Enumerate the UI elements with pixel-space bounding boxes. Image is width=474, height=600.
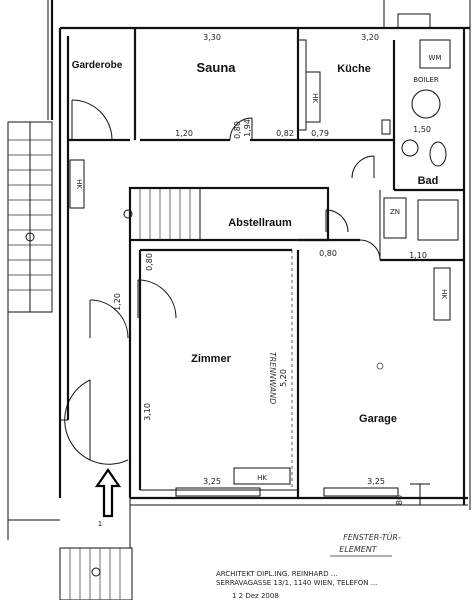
bottom-steps bbox=[59, 498, 133, 600]
windows bbox=[175, 483, 430, 505]
room-zimmer: Zimmer bbox=[191, 353, 231, 365]
dim-sauna-width: 3,30 bbox=[203, 33, 221, 42]
boiler-label: BOILER bbox=[413, 76, 439, 84]
hk-zimmer-label: HK bbox=[257, 474, 267, 482]
door-swings bbox=[64, 99, 381, 465]
annotation-fenster: FENSTER-TÜR- bbox=[343, 532, 401, 542]
stamp-line-2: SERRAVAGASSE 13/1, 1140 WIEN, TELEFON ..… bbox=[216, 579, 377, 587]
room-labels: Garderobe Sauna Küche Bad Abstellraum Zi… bbox=[72, 60, 439, 425]
dim-3: 0,82 bbox=[276, 129, 294, 138]
washing-machine-label: WM bbox=[429, 54, 442, 62]
fenster-annotation: FENSTER-TÜR- ELEMENT 1 bbox=[98, 520, 401, 557]
stamp-line-3: 1 2 Dez 2008 bbox=[232, 592, 279, 600]
dim-7: 0,80 bbox=[319, 249, 337, 258]
room-bad: Bad bbox=[418, 175, 439, 187]
dim-6: 0,80 bbox=[145, 253, 154, 271]
interior-stairs bbox=[123, 186, 330, 242]
entrance-mark: 1 bbox=[98, 520, 102, 528]
room-abstellraum: Abstellraum bbox=[228, 217, 292, 229]
dim-5: 1,50 bbox=[413, 125, 431, 134]
dim-zimmer-bottom: 3,25 bbox=[203, 477, 221, 486]
dimensions: 3,30 3,20 1,20 0,80 1,94 0,82 0,79 1,50 … bbox=[113, 33, 431, 505]
dim-1: 1,20 bbox=[175, 129, 193, 138]
upper-partitions bbox=[68, 28, 464, 192]
room-garage: Garage bbox=[359, 413, 397, 425]
label-trennwand: TRENNWAND bbox=[268, 352, 277, 405]
hk-kueche-label: HK bbox=[311, 93, 319, 103]
dim-8: 1,10 bbox=[409, 251, 427, 260]
dim-2: 0,80 bbox=[233, 121, 242, 139]
dim-10: 3,10 bbox=[143, 403, 152, 421]
dim-4: 0,79 bbox=[311, 129, 329, 138]
architect-stamp: ARCHITEKT DIPL.ING. REINHARD ... SERRAVA… bbox=[216, 570, 377, 600]
fixtures: WM BOILER ZN HK HK HK HK bbox=[69, 39, 459, 485]
room-kueche: Küche bbox=[337, 63, 371, 75]
hk-garage-label: HK bbox=[440, 289, 448, 299]
dim-11: 80 bbox=[395, 495, 404, 505]
dim-kueche-width: 3,20 bbox=[361, 33, 379, 42]
room-sauna: Sauna bbox=[196, 60, 236, 75]
room-garderobe: Garderobe bbox=[72, 60, 123, 71]
dim-garage-bottom: 3,25 bbox=[367, 477, 385, 486]
exterior-stairs bbox=[7, 121, 60, 540]
stamp-line-1: ARCHITEKT DIPL.ING. REINHARD ... bbox=[216, 570, 338, 578]
annotation-element: ELEMENT bbox=[339, 545, 378, 554]
dim-12: 5,20 bbox=[279, 369, 288, 387]
dim-9: 1,20 bbox=[113, 293, 122, 311]
dim-2b: 1,94 bbox=[243, 119, 252, 137]
hk-flur-label: HK bbox=[75, 179, 83, 189]
zn-label: ZN bbox=[390, 208, 400, 216]
outer-walls bbox=[47, 0, 471, 510]
entrance-arrow-icon bbox=[94, 468, 122, 518]
lower-partitions bbox=[128, 190, 464, 498]
